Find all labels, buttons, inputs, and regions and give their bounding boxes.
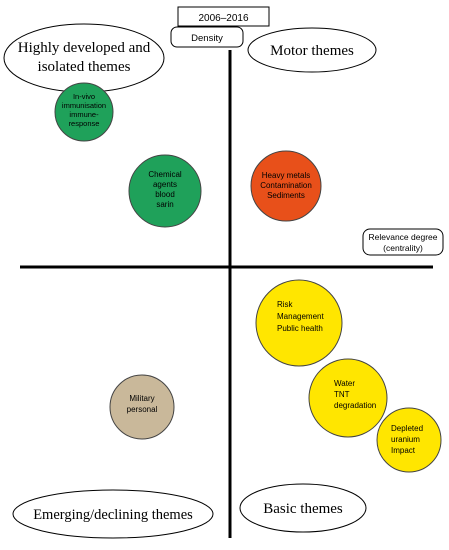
x-axis-label: Relevance degree (centrality) — [362, 228, 444, 256]
theme-chemical-agents: Chemical agents blood sarin — [128, 154, 202, 228]
quadrant-top-right-label: Motor themes — [247, 27, 377, 73]
quadrant-bottom-left-label: Emerging/declining themes — [12, 489, 214, 539]
theme-risk-management-line-3: Public health — [277, 324, 323, 333]
x-axis-label-line-1: Relevance degree — [369, 232, 438, 242]
theme-chemical-agents-line-1: Chemical — [148, 170, 182, 179]
theme-depleted-uranium: Depleted uranium Impact — [376, 407, 442, 473]
quadrant-bottom-right-label: Basic themes — [239, 483, 367, 533]
period-label: 2006–2016 — [177, 6, 270, 27]
theme-in-vivo-line-3: immune- — [69, 110, 99, 119]
theme-in-vivo-line-1: In-vivo — [73, 92, 95, 101]
theme-chemical-agents-line-4: sarin — [156, 200, 173, 209]
quadrant-top-left-label: Highly developed and isolated themes — [3, 23, 165, 93]
period-label-text: 2006–2016 — [198, 13, 248, 24]
theme-water-tnt-line-1: Water — [334, 379, 355, 388]
theme-in-vivo: In-vivo immunisation immune- response — [54, 82, 114, 142]
theme-water-tnt: Water TNT degradation — [308, 358, 388, 438]
theme-risk-management: Risk Management Public health — [255, 279, 343, 367]
theme-depleted-uranium-line-3: Impact — [391, 446, 416, 455]
theme-water-tnt-line-2: TNT — [334, 390, 350, 399]
y-axis-label-text: Density — [191, 33, 223, 44]
theme-military-personal-line-2: personal — [127, 405, 158, 414]
theme-military-personal-line-1: Military — [129, 394, 154, 403]
quadrant-top-left-line-1: Highly developed and — [18, 40, 151, 56]
quadrant-bottom-left-text: Emerging/declining themes — [33, 507, 193, 523]
theme-depleted-uranium-line-2: uranium — [391, 435, 420, 444]
theme-heavy-metals-line-1: Heavy metals — [262, 171, 310, 180]
theme-heavy-metals: Heavy metals Contamination Sediments — [250, 150, 322, 222]
theme-risk-management-line-2: Management — [277, 312, 324, 321]
theme-risk-management-line-1: Risk — [277, 300, 294, 309]
theme-in-vivo-line-2: immunisation — [62, 101, 106, 110]
theme-depleted-uranium-line-1: Depleted — [391, 424, 423, 433]
y-axis-label: Density — [170, 26, 244, 48]
quadrant-bottom-right-text: Basic themes — [263, 501, 343, 517]
theme-heavy-metals-line-3: Sediments — [267, 191, 305, 200]
theme-heavy-metals-line-2: Contamination — [260, 181, 312, 190]
quadrant-top-left-line-2: isolated themes — [38, 59, 131, 75]
theme-military-personal: Military personal — [109, 374, 175, 440]
quadrant-top-right-text: Motor themes — [270, 43, 354, 59]
theme-water-tnt-line-3: degradation — [334, 401, 376, 410]
theme-chemical-agents-line-2: agents — [153, 180, 177, 189]
theme-in-vivo-line-4: response — [69, 119, 100, 128]
x-axis-label-line-2: (centrality) — [383, 243, 423, 253]
theme-chemical-agents-line-3: blood — [155, 190, 175, 199]
